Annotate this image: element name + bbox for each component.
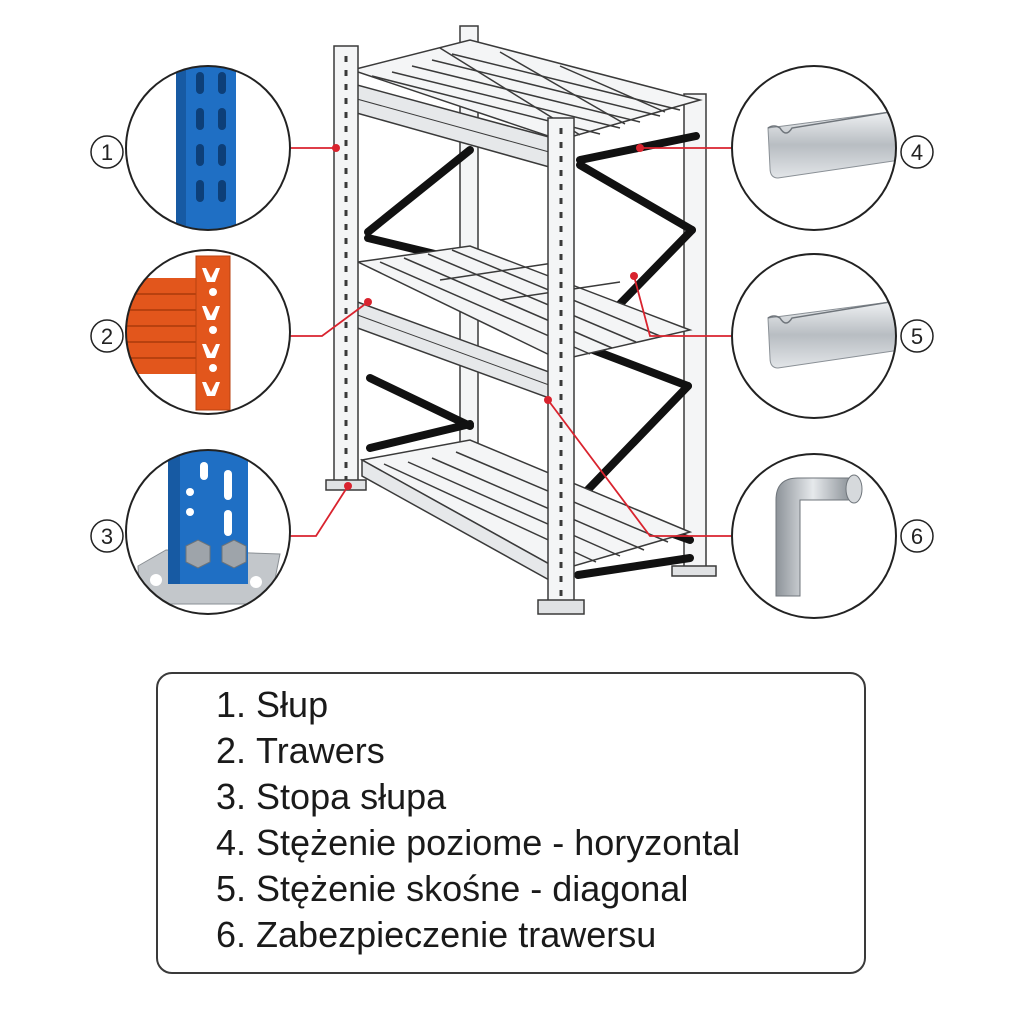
legend-list: 1. Słup 2. Trawers 3. Stopa słupa 4. Stę… xyxy=(216,682,740,958)
legend-item-number: 1. xyxy=(216,684,247,725)
diagonal-brace-profile-icon xyxy=(732,254,896,418)
callout-badge-3: 3 xyxy=(90,519,124,553)
callout-badge-6: 6 xyxy=(900,519,934,553)
callout-badge-2: 2 xyxy=(90,319,124,353)
legend-item-label: Zabezpieczenie trawersu xyxy=(256,914,657,955)
legend-item-label: Stężenie poziome - horyzontal xyxy=(256,822,741,863)
legend-item-label: Słup xyxy=(256,684,329,725)
beam-connector-icon xyxy=(126,250,290,414)
detail-circle-4 xyxy=(731,65,897,231)
legend-item-label: Stopa słupa xyxy=(256,776,447,817)
svg-text:5: 5 xyxy=(911,324,923,349)
svg-text:3: 3 xyxy=(101,524,113,549)
legend-item-number: 2. xyxy=(216,730,247,771)
svg-text:6: 6 xyxy=(911,524,923,549)
svg-text:2: 2 xyxy=(101,324,113,349)
leader-line-5 xyxy=(633,275,732,337)
legend-item-label: Trawers xyxy=(256,730,385,771)
callout-badge-1: 1 xyxy=(90,135,124,169)
detail-circle-5 xyxy=(731,253,897,419)
front-left-upright xyxy=(325,45,367,491)
base-plate-icon xyxy=(126,450,290,614)
detail-circle-2 xyxy=(125,249,291,415)
horizontal-brace-profile-icon xyxy=(732,66,896,230)
safety-pin-icon xyxy=(732,454,896,618)
svg-text:4: 4 xyxy=(911,140,923,165)
leader-lines xyxy=(290,147,732,537)
leader-line-2 xyxy=(290,301,369,337)
detail-circle-1 xyxy=(125,65,291,231)
legend-item-1: 1. Słup xyxy=(216,682,740,728)
upright-column-icon xyxy=(126,66,290,230)
legend-item-6: 6. Zabezpieczenie trawersu xyxy=(216,912,740,958)
callout-badge-4: 4 xyxy=(900,135,934,169)
detail-circle-6 xyxy=(731,453,897,619)
legend-item-3: 3. Stopa słupa xyxy=(216,774,740,820)
leader-line-6 xyxy=(547,399,732,537)
legend-item-5: 5. Stężenie skośne - diagonal xyxy=(216,866,740,912)
legend-item-number: 5. xyxy=(216,868,247,909)
svg-text:1: 1 xyxy=(101,140,113,165)
legend-item-number: 3. xyxy=(216,776,247,817)
detail-circle-3 xyxy=(125,449,291,615)
legend-item-number: 4. xyxy=(216,822,247,863)
legend-item-2: 2. Trawers xyxy=(216,728,740,774)
back-right-upright xyxy=(683,93,707,573)
shelving-rack-diagram: 1 2 3 4 5 6 xyxy=(90,25,934,619)
legend-item-4: 4. Stężenie poziome - horyzontal xyxy=(216,820,740,866)
callout-badge-5: 5 xyxy=(900,319,934,353)
legend-box: 1. Słup 2. Trawers 3. Stopa słupa 4. Stę… xyxy=(156,672,866,974)
legend-item-label: Stężenie skośne - diagonal xyxy=(256,868,689,909)
leader-dots xyxy=(332,144,644,490)
front-right-upright xyxy=(537,117,585,615)
rack-structure xyxy=(325,25,717,615)
leader-line-3 xyxy=(290,485,349,537)
legend-item-number: 6. xyxy=(216,914,247,955)
